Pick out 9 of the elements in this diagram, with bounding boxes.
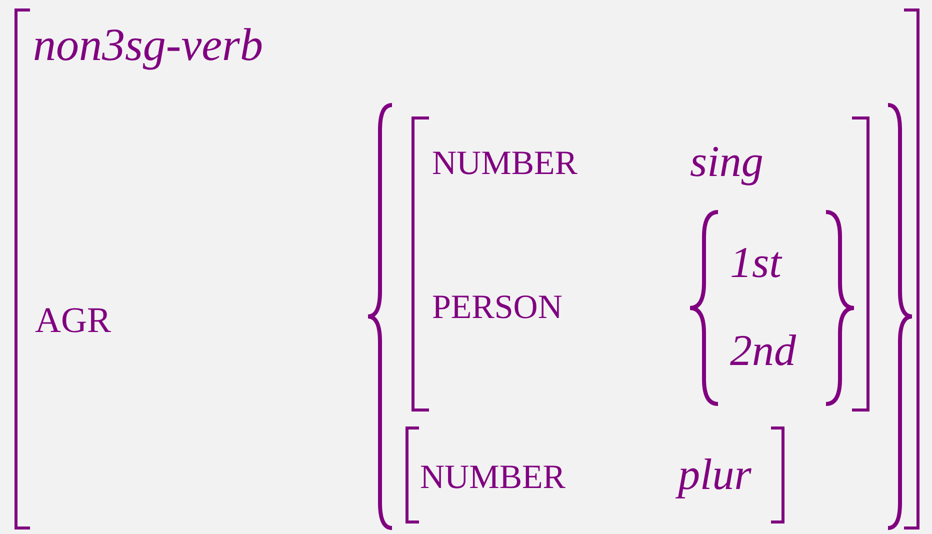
feature-value: sing [690, 140, 764, 184]
feature-value: 2nd [730, 329, 796, 373]
feature-value: 1st [730, 241, 782, 285]
feature-name: NUMBER [420, 461, 566, 495]
type-name: non3sg-verb [33, 22, 263, 68]
feature-name: AGR [35, 302, 112, 338]
feature-name: PERSON [432, 291, 562, 325]
feature-value: plur [678, 453, 752, 497]
feature-name: NUMBER [432, 147, 578, 181]
